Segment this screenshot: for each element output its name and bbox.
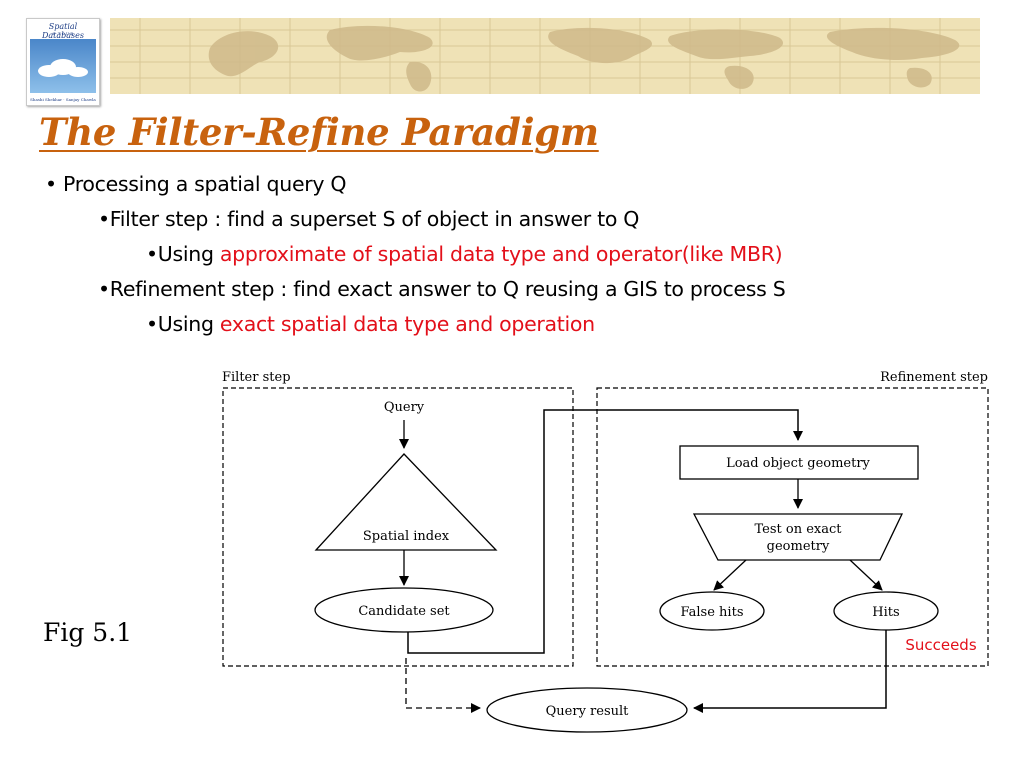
load-geometry-node [679,445,919,480]
bullet-filter-step: •Filter step : find a superset S of obje… [98,207,640,231]
candidate-to-result-dashed-arrow [405,658,481,713]
book-cover-image: Spatial Databases A TOUR Shashi Shekhar … [26,18,100,106]
test-to-false-hits-arrow [713,559,747,591]
hits-to-result-arrow [693,630,887,713]
bullet-prefix: •Using [146,242,220,266]
figure-label: Fig 5.1 [43,618,133,647]
test-geometry-node [692,513,904,561]
world-map-banner [110,18,980,94]
query-result-node [486,687,688,733]
bullet-highlight: exact spatial data type and operation [219,312,595,336]
book-title: Spatial Databases [41,22,84,40]
succeeds-annotation: Succeeds [905,636,977,654]
query-node: Query [384,400,425,415]
test-line-2: geometry [767,539,830,554]
spatial-index-node [314,453,498,551]
hits-label: Hits [872,605,899,620]
bullet-processing: • Processing a spatial query Q [45,172,347,196]
bullet-filter-using: •Using approximate of spatial data type … [146,242,783,266]
false-hits-label: False hits [681,605,744,620]
candidate-set-label: Candidate set [358,604,450,619]
map-graphic [110,18,980,94]
candidate-to-load-arrow [407,409,803,654]
book-authors: Shashi Shekhar · Sanjay Chawla [30,97,96,102]
candidate-set-node [314,587,494,633]
slide-title: The Filter-Refine Paradigm [39,110,599,154]
book-subtitle: A TOUR [51,31,75,36]
refinement-step-region [596,387,989,667]
test-line-1: Test on exact [755,522,843,537]
test-to-hits-arrow [849,559,883,591]
bullet-highlight: approximate of spatial data type and ope… [219,242,783,266]
query-result-label: Query result [546,704,630,719]
bullet-prefix: •Using [146,312,220,336]
filter-step-region [222,387,574,667]
bullet-refinement-step: •Refinement step : find exact answer to … [98,277,786,301]
filter-refine-diagram: Filter step Refinement step Query Spatia… [222,370,989,733]
false-hits-node [659,591,765,631]
refinement-step-label: Refinement step [880,370,988,385]
load-geometry-label: Load object geometry [726,456,870,471]
filter-step-label: Filter step [222,370,291,385]
bullet-refinement-using: •Using exact spatial data type and opera… [146,312,595,336]
spatial-index-label: Spatial index [363,529,450,544]
book-sky-image [30,39,96,93]
